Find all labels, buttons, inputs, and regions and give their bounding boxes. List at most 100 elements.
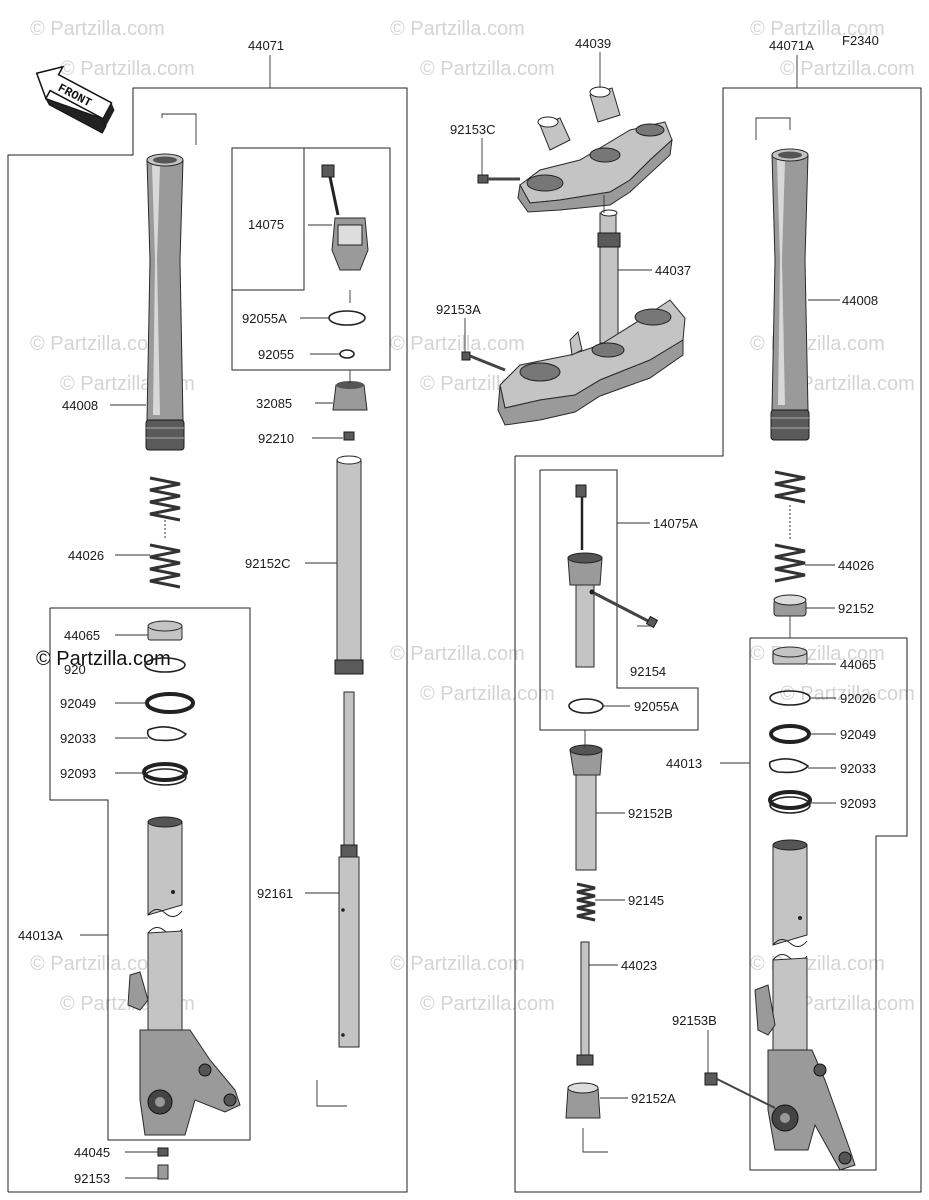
label-92049-right: 92049	[840, 727, 876, 742]
spring-right	[774, 470, 806, 583]
label-44026-left: 44026	[68, 548, 104, 563]
label-14075: 14075	[248, 217, 284, 232]
oil-seal-left	[145, 692, 195, 714]
center-leaders	[464, 52, 652, 352]
label-92033-left: 92033	[60, 731, 96, 746]
label-44065-right: 44065	[840, 657, 876, 672]
outer-tube-right	[770, 148, 810, 441]
watermark: © Partzilla.com	[390, 333, 525, 355]
label-92152C: 92152C	[245, 556, 291, 571]
watermark: © Partzilla.com	[780, 683, 915, 705]
left-fork-parts	[127, 113, 369, 1180]
watermark: © Partzilla.com	[420, 683, 555, 705]
inner-tube-left	[147, 816, 183, 1031]
label-92153C: 92153C	[450, 122, 496, 137]
label-92145: 92145	[628, 893, 664, 908]
label-44013: 44013	[666, 756, 702, 771]
watermark: © Partzilla.com	[780, 993, 915, 1015]
label-44037: 44037	[655, 263, 691, 278]
label-14075A: 14075A	[653, 516, 698, 531]
watermark: © Partzilla.com	[390, 953, 525, 975]
washer-left	[144, 657, 186, 673]
label-44023: 44023	[621, 958, 657, 973]
watermark: © Partzilla.com	[420, 58, 555, 80]
right-leaders	[584, 55, 840, 1099]
label-32085: 32085	[256, 396, 292, 411]
bolt-44045	[157, 1147, 169, 1157]
label-92033-right: 92033	[840, 761, 876, 776]
cap-bolt-14075	[321, 164, 369, 271]
label-92055A-right: 92055A	[634, 699, 679, 714]
rod-92152C	[334, 455, 364, 675]
watermark: © Partzilla.com	[30, 333, 165, 355]
bracket-mark	[161, 113, 197, 145]
bolt-92154	[593, 591, 659, 629]
o-ring-92055A-right	[568, 698, 604, 714]
circlip-right	[768, 758, 810, 774]
bracket-mark	[316, 1080, 347, 1107]
nut-32085	[332, 381, 368, 411]
frame-right-fork	[514, 87, 922, 1193]
label-92154: 92154	[630, 664, 666, 679]
inner-tube-right	[772, 839, 808, 1051]
left-leaders	[80, 55, 351, 1179]
label-44008-right: 44008	[842, 293, 878, 308]
label-92152A: 92152A	[631, 1091, 676, 1106]
frame-right-lower	[749, 637, 908, 1171]
nut-92152A	[565, 1082, 601, 1119]
label-92026-right: 92026	[840, 691, 876, 706]
watermark: © Partzilla.com	[780, 58, 915, 80]
label-92152B: 92152B	[628, 806, 673, 821]
o-ring-92055	[339, 349, 355, 359]
bracket-mark	[582, 1128, 608, 1153]
watermark: © Partzilla.com	[750, 333, 885, 355]
frame-left-lower	[49, 607, 251, 1141]
cartridge-92152B	[569, 744, 603, 871]
dust-seal-left	[142, 762, 188, 786]
lower-clamp	[497, 299, 686, 426]
bolt-92153A	[461, 351, 506, 372]
watermark: © Partzilla.com	[390, 18, 525, 40]
dust-seal-right	[768, 790, 812, 814]
watermark: © Partzilla.com	[390, 643, 525, 665]
watermark: © Partzilla.com	[780, 373, 915, 395]
label-92161: 92161	[257, 886, 293, 901]
bolt-92153B	[704, 1072, 776, 1109]
diagram-code: F2340	[842, 33, 879, 48]
o-ring-92055A-left	[328, 310, 366, 326]
label-44065-left: 44065	[64, 628, 100, 643]
label-44026-right: 44026	[838, 558, 874, 573]
frame-left-cap-inner	[231, 147, 305, 291]
label-44071A: 44071A	[769, 38, 814, 53]
label-92153B: 92153B	[672, 1013, 717, 1028]
frame-right-cartridge	[539, 469, 699, 731]
oil-seal-right	[769, 724, 811, 744]
part-labels: 44071 44039 44071A 92153C 44037 92153A 1…	[18, 36, 878, 1186]
bolt-92153C	[477, 174, 520, 184]
watermark: © Partzilla.com	[30, 953, 165, 975]
label-92049-left: 92049	[60, 696, 96, 711]
label-92026-left: 920	[64, 662, 86, 677]
label-92210: 92210	[258, 431, 294, 446]
label-92153A: 92153A	[436, 302, 481, 317]
watermark-dark: © Partzilla.com	[36, 648, 171, 670]
watermark: © Partzilla.com	[60, 58, 195, 80]
label-92055A-left: 92055A	[242, 311, 287, 326]
axle-bracket-right	[754, 984, 856, 1171]
label-44039: 44039	[575, 36, 611, 51]
damper-rod-92161	[338, 691, 360, 1048]
cap-bolt-14075A	[567, 484, 603, 668]
spring-92145	[576, 882, 596, 922]
label-44013A: 44013A	[18, 928, 63, 943]
label-92152: 92152	[838, 601, 874, 616]
bolt-92153	[157, 1164, 169, 1180]
bushing-right	[772, 646, 808, 665]
watermark: © Partzilla.com	[750, 18, 885, 40]
watermark: © Partzilla.com	[30, 18, 165, 40]
label-92093-left: 92093	[60, 766, 96, 781]
frame-left-fork	[7, 87, 408, 1193]
label-92093-right: 92093	[840, 796, 876, 811]
label-44008-left: 44008	[62, 398, 98, 413]
spacer-92152	[773, 594, 807, 617]
bracket-mark	[755, 117, 791, 140]
